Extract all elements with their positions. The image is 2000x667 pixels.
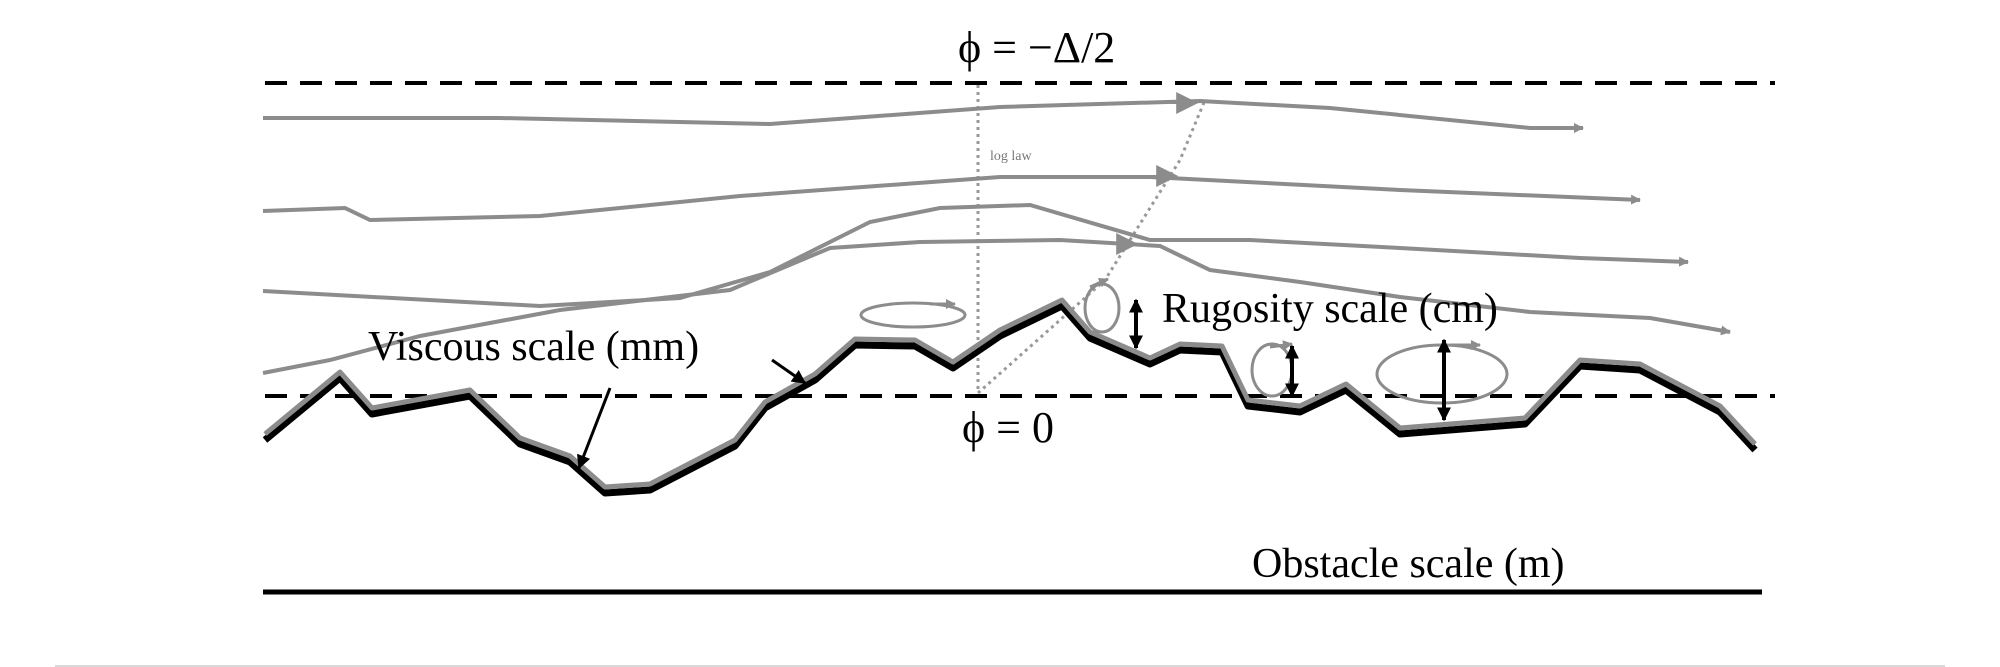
eddy-3-arrow [1269, 340, 1293, 351]
eddy-3 [1250, 342, 1294, 398]
viscous-arrow-1 [577, 387, 612, 470]
phi-bottom-label: ϕ = 0 [962, 403, 1054, 452]
streamline-2 [262, 175, 1641, 223]
log-law-label: log law [990, 149, 1032, 164]
streamline-1 [263, 98, 1584, 133]
viscous-scale-label: Viscous scale (mm) [368, 324, 699, 370]
surface-gray [263, 297, 1757, 490]
eddy-1 [859, 301, 967, 329]
rugosity-scale-label: Rugosity scale (cm) [1162, 286, 1498, 332]
viscous-arrow-2 [771, 358, 807, 385]
eddy-2-arrow [1089, 277, 1109, 289]
eddy-2 [1083, 282, 1121, 334]
obstacle-scale-label: Obstacle scale (m) [1252, 541, 1565, 587]
streamline-4 [262, 237, 1731, 375]
log-law-profile [977, 99, 1207, 395]
surface-black [262, 302, 1758, 497]
phi-top-label: ϕ = −Δ/2 [958, 23, 1115, 72]
